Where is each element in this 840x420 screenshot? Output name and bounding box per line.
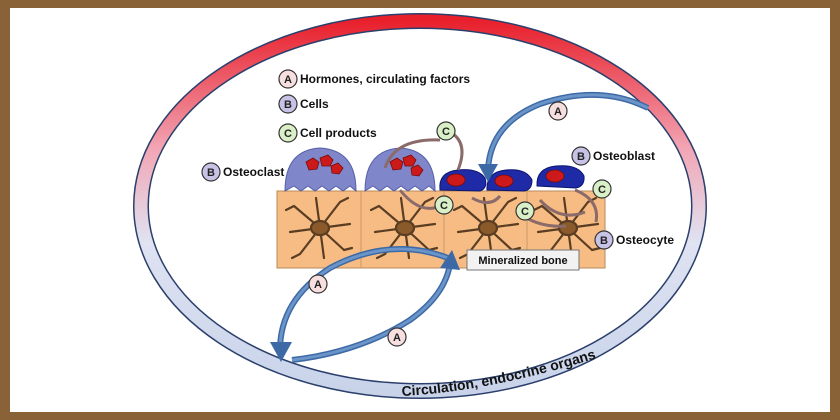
badge-c-right-lower: C [515,201,535,221]
legend-cells-label: Cells [300,97,329,111]
svg-text:A: A [314,279,322,291]
badge-c-right-upper: C [592,179,612,199]
svg-text:A: A [393,332,401,344]
osteoclast-cell [284,147,357,193]
legend-item-cells: B Cells [278,94,329,114]
svg-text:C: C [521,206,529,218]
svg-text:C: C [442,126,450,138]
legend: A Hormones, circulating factors B Cells … [278,69,470,143]
mineralized-bone-text: Mineralized bone [478,255,567,267]
badge-c-top: C [436,121,456,141]
badge-c-text: C [284,128,292,140]
badge-a-lower-loop: A [387,327,407,347]
badge-a-text: A [284,74,292,86]
osteoclast-label: B Osteoclast [201,162,284,182]
osteoclast-label-text: Osteoclast [223,165,284,179]
osteoclast-cell [364,147,436,193]
svg-text:A: A [554,106,562,118]
osteoblast-label: B Osteoblast [571,146,655,166]
badge-b-text: B [284,99,292,111]
osteocyte-cell [284,196,354,260]
osteoblast-cell [439,169,487,192]
osteoblast-badge-text: B [577,151,585,163]
svg-text:C: C [598,184,606,196]
hormone-arrow-loop [270,246,460,363]
osteoblast-cell [536,165,585,189]
osteocyte-label-text: Osteocyte [616,233,674,247]
osteoclast-badge-text: B [207,167,215,179]
legend-item-products: C Cell products [278,123,377,143]
osteoblast-cell [486,169,533,192]
osteocyte-cell [452,196,522,260]
legend-products-label: Cell products [300,126,377,140]
osteocyte-badge-text: B [600,235,608,247]
badge-a-top: A [548,101,568,121]
legend-hormones-label: Hormones, circulating factors [300,72,470,86]
badge-a-upper-loop: A [308,274,328,294]
svg-text:C: C [440,200,448,212]
badge-c-middle: C [434,195,454,215]
osteoblast-label-text: Osteoblast [593,149,655,163]
osteocyte-cell [369,196,439,260]
hormone-arrow-top [478,91,650,182]
circulation-ring [134,14,706,398]
legend-item-hormones: A Hormones, circulating factors [278,69,470,89]
osteocyte-label: B Osteocyte [594,230,674,250]
mineralized-bone-label: Mineralized bone [466,249,580,271]
